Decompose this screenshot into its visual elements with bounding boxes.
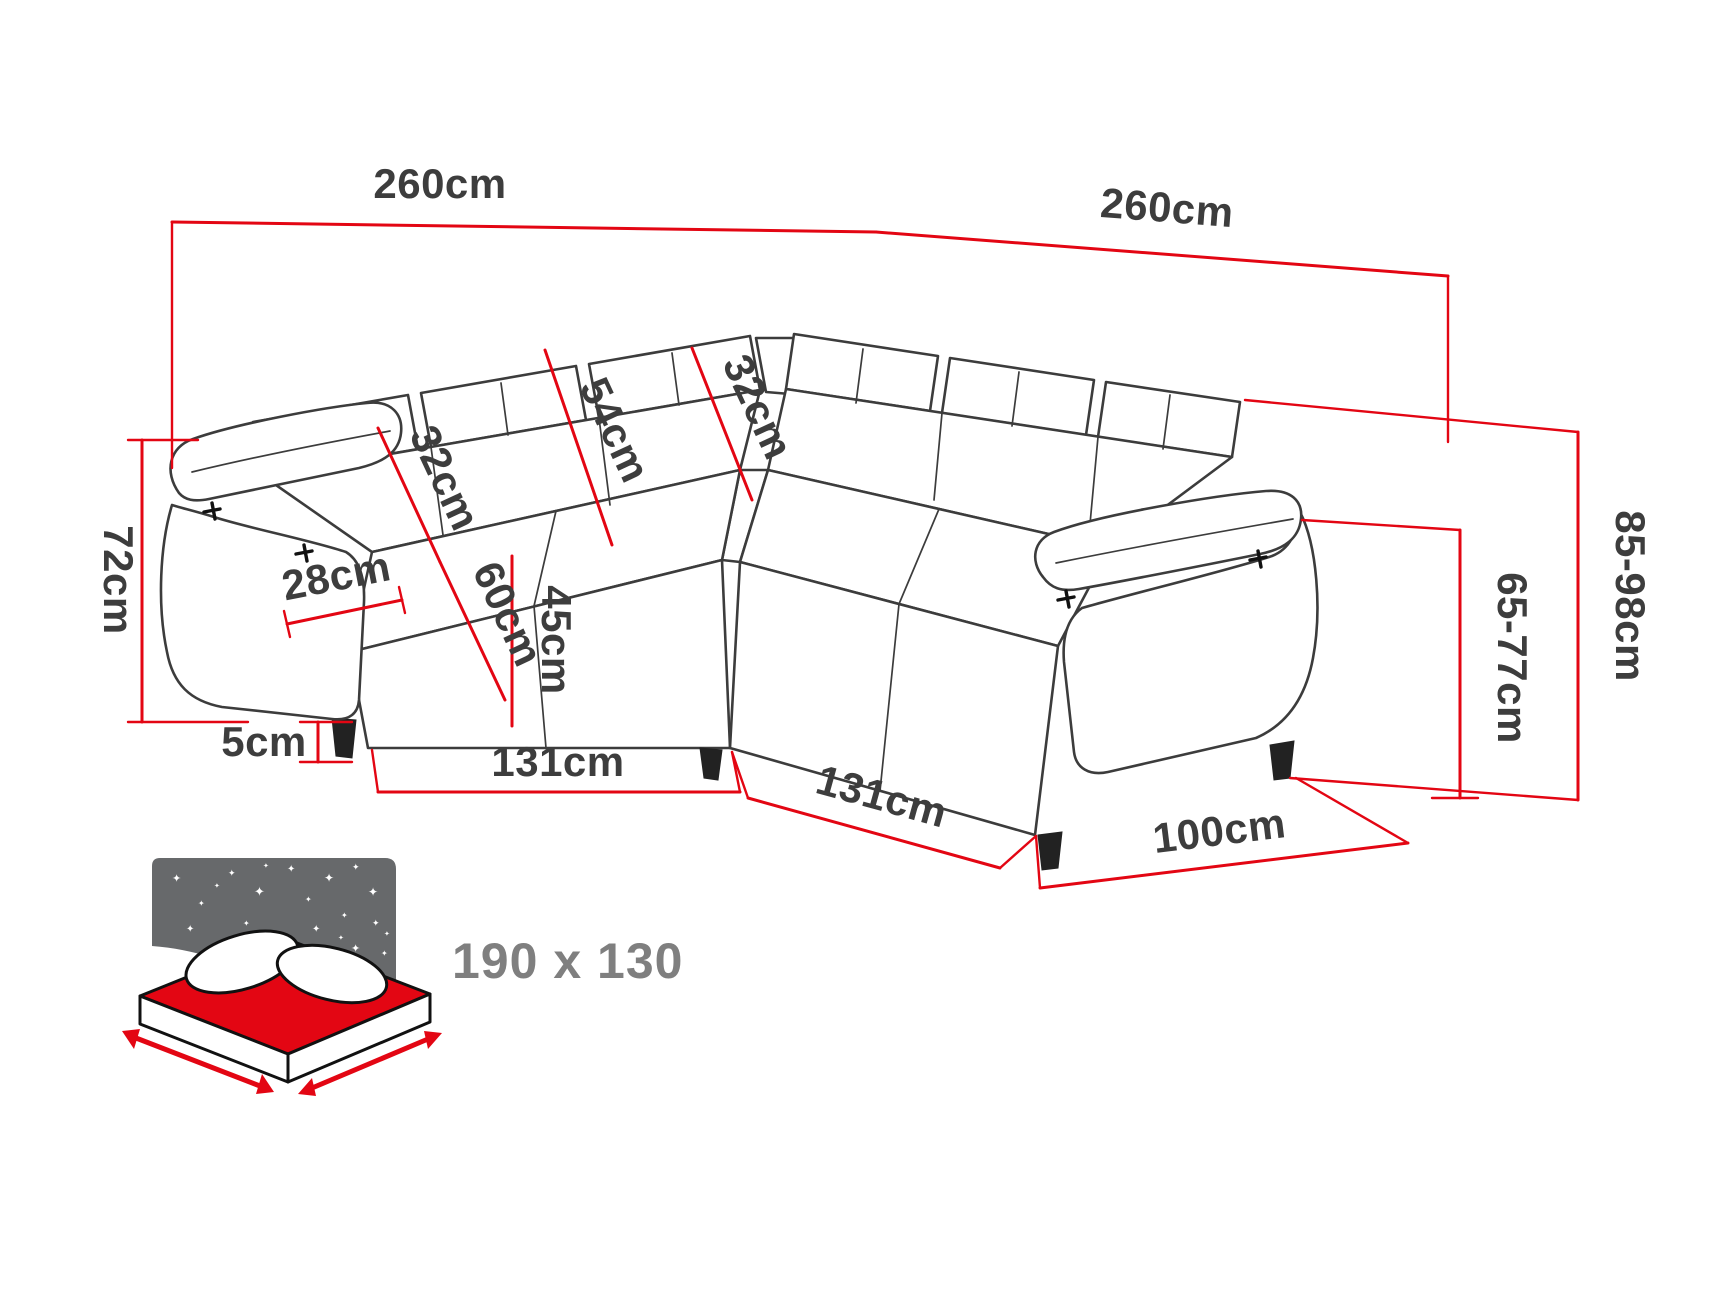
seam-line xyxy=(430,446,444,536)
dim-line-side-depth xyxy=(1038,841,1410,890)
seam-line xyxy=(1089,436,1099,525)
star-icon: ✦ xyxy=(243,919,250,928)
mattress-side-right xyxy=(286,992,432,1084)
seam-lines xyxy=(332,348,1171,792)
seam-line xyxy=(671,352,680,406)
armrest-left-body xyxy=(159,503,366,721)
dim-extension xyxy=(1243,398,1580,802)
star-icon: ✦ xyxy=(351,942,360,955)
label-leg-height: 5cm xyxy=(221,718,307,765)
dim-extension xyxy=(1300,518,1480,800)
star-icon: ✦ xyxy=(254,885,265,900)
seam-line xyxy=(1055,518,1294,564)
mattress-length-arrow xyxy=(298,1031,442,1096)
dim-extension xyxy=(1034,776,1410,890)
star-icon: ✦ xyxy=(186,924,194,935)
label-side-depth: 100cm xyxy=(1150,799,1288,862)
seat-right-front xyxy=(728,560,1060,837)
dim-line-headrest-left xyxy=(376,426,442,564)
star-icon: ✦ xyxy=(384,930,390,938)
dim-line-backrest-total xyxy=(543,348,614,547)
sofa-illustration xyxy=(159,332,1319,871)
dim-line-right-width xyxy=(874,230,1450,278)
armrest-right-body xyxy=(1062,510,1319,775)
dim-line-left-width xyxy=(170,220,878,234)
seam-line xyxy=(879,508,940,792)
label-right-width: 260cm xyxy=(1099,179,1235,236)
label-left-seat-width: 131cm xyxy=(491,738,624,785)
sofa-leg xyxy=(1037,831,1063,871)
armrest-right-pad xyxy=(1034,489,1303,592)
star-icon: ✦ xyxy=(172,872,181,885)
seam-line xyxy=(500,382,509,436)
label-total-height-range: 85-98cm xyxy=(1607,510,1654,682)
star-icon: ✦ xyxy=(263,862,269,870)
hinge-icon xyxy=(294,543,314,563)
star-icon: ✦ xyxy=(381,949,388,958)
star-icon: ✦ xyxy=(198,899,205,908)
pillow xyxy=(275,943,389,1005)
star-icon: ✦ xyxy=(368,885,378,899)
seam-line xyxy=(1162,394,1171,450)
hinge-icon xyxy=(202,501,222,521)
dim-line-headrest-right xyxy=(690,346,754,502)
star-icon: ✦ xyxy=(341,911,348,920)
dim-extension xyxy=(282,585,407,639)
dim-line-right-seat-width xyxy=(746,796,1002,870)
star-icon: ✦ xyxy=(312,924,320,935)
seam-line xyxy=(191,430,391,473)
star-icon: ✦ xyxy=(338,934,344,942)
sleep-function-icon: ✦ ✦ ✦ ✦ ✦ ✦ ✦ ✦ ✦ ✦ ✦ ✦ ✦ ✦ ✦ ✦ ✦ ✦ ✦ ✦ … xyxy=(122,858,442,1096)
star-icon: ✦ xyxy=(287,864,295,875)
dim-extension xyxy=(298,720,354,764)
sofa-leg xyxy=(331,717,357,759)
star-icon: ✦ xyxy=(372,919,380,929)
dim-line-seat-depth xyxy=(438,560,507,702)
dimension-lines xyxy=(126,220,1580,890)
pillow xyxy=(184,929,300,995)
dim-extension xyxy=(730,750,1038,870)
label-seat-height: 45cm xyxy=(533,585,580,694)
sleeping-size-label: 190 x 130 xyxy=(452,933,683,989)
seam-line xyxy=(933,412,943,501)
hinge-icon xyxy=(1056,589,1076,609)
label-armrest-height: 72cm xyxy=(95,525,142,634)
sofa-leg xyxy=(1269,740,1295,781)
star-icon: ✦ xyxy=(305,895,312,904)
hinge-icon xyxy=(1248,549,1268,569)
sofa-leg xyxy=(699,747,723,781)
dim-extension xyxy=(126,438,250,724)
label-backrest-height-range: 65-77cm xyxy=(1489,572,1536,744)
star-icon: ✦ xyxy=(352,863,360,873)
dim-line-armrest-width xyxy=(285,598,404,626)
label-left-width: 260cm xyxy=(373,160,506,207)
star-icon: ✦ xyxy=(324,871,334,885)
star-icon: ✦ xyxy=(228,869,236,879)
seam-line xyxy=(533,510,557,749)
star-icon: ✦ xyxy=(214,882,220,890)
seam-line xyxy=(598,417,611,506)
mattress-width-arrow xyxy=(122,1029,274,1094)
seam-line xyxy=(1011,371,1020,427)
seam-line xyxy=(855,348,864,404)
